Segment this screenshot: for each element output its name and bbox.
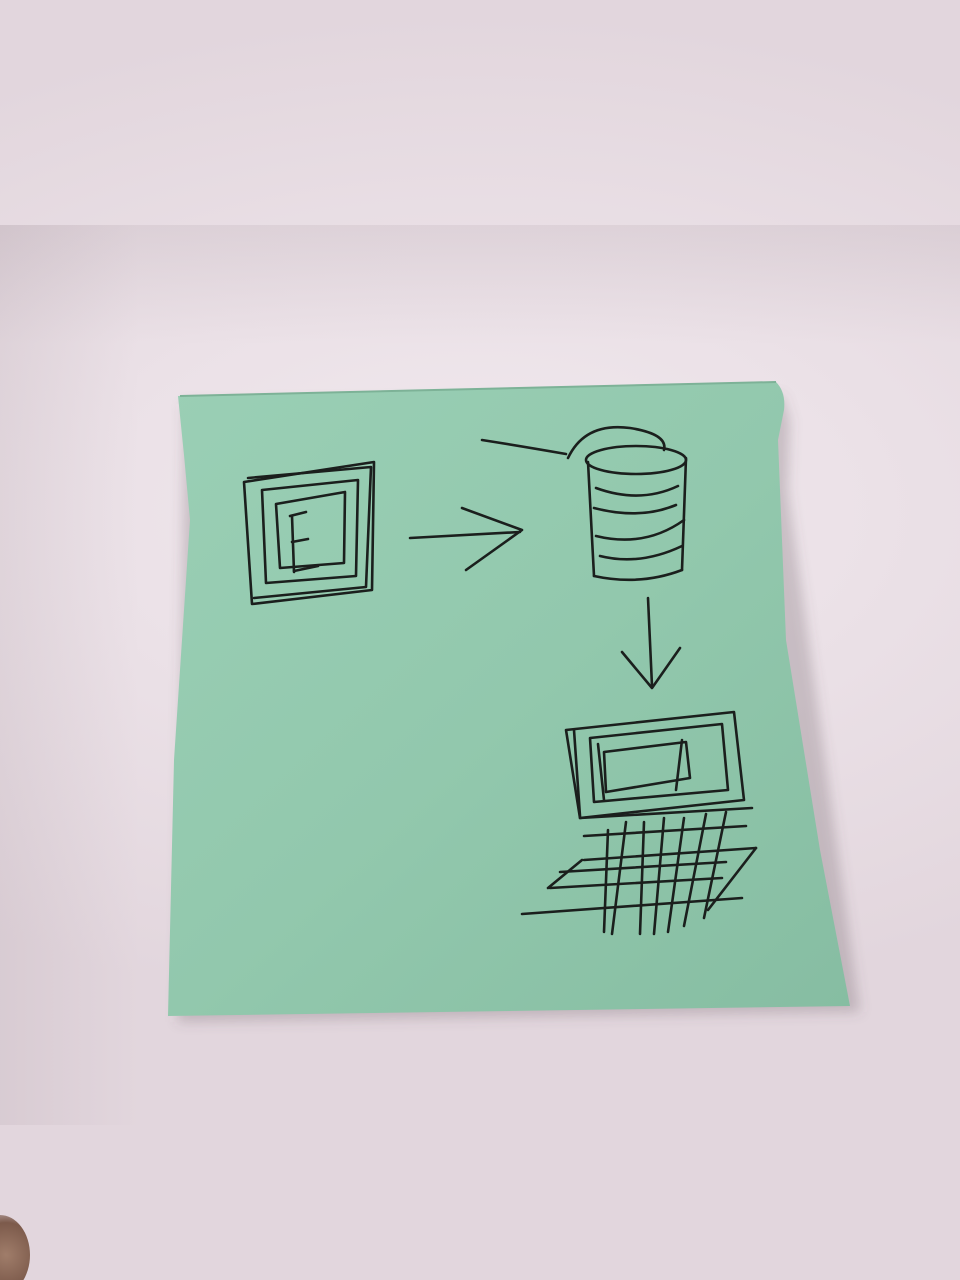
arrow-right-icon (408, 506, 524, 572)
document-e-icon (242, 460, 376, 606)
surface-shadow (0, 225, 960, 345)
arrow-down-icon (620, 596, 682, 690)
sticky-note-top-edge (179, 381, 777, 397)
surface-left-shade (0, 225, 140, 1125)
laptop-icon (520, 710, 758, 936)
database-icon (480, 425, 688, 582)
ink-drawing (242, 425, 758, 936)
